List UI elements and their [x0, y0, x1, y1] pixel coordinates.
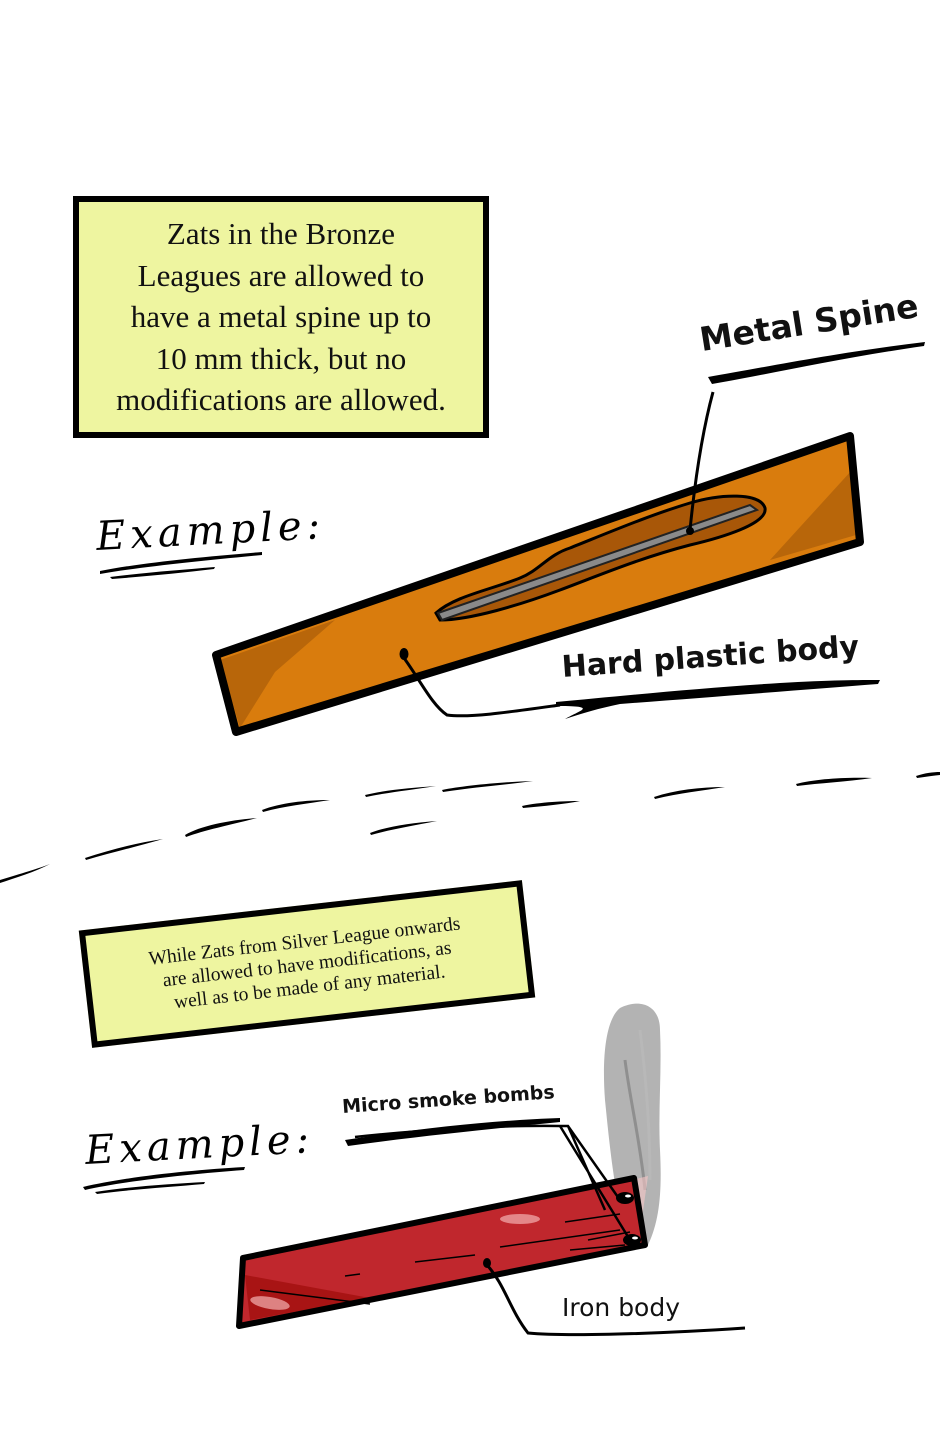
plastic-zat-shade-right [770, 470, 856, 560]
plastic-zat-outline [212, 432, 864, 736]
plastic-zat-shade-left [220, 620, 335, 728]
iron-zat [236, 1003, 746, 1337]
metal-spine [436, 503, 760, 622]
bronze-league-note-text: Zats in the Bronze Leagues are allowed t… [116, 216, 446, 418]
smoke-bombs-underline [345, 1118, 560, 1146]
plastic-underline [556, 680, 880, 719]
plastic-body-leader-line [402, 657, 561, 718]
spine-underline [708, 342, 925, 384]
plastic-zat [212, 342, 925, 736]
iron-body-label: Iron body [562, 1293, 681, 1322]
iron-zat-body [239, 1178, 645, 1326]
example-underline-bottom [83, 1167, 245, 1194]
iron-zat-outline [236, 1175, 648, 1329]
silver-league-note-text: While Zats from Silver League onwards ar… [147, 912, 462, 1013]
spine-leader-line [688, 391, 715, 531]
iron-body-leader-line [485, 1263, 746, 1337]
section-divider-right [654, 772, 940, 799]
example-underline-top [100, 552, 262, 579]
section-divider-mid [370, 801, 580, 835]
section-divider [0, 781, 533, 883]
bronze-league-note: Zats in the Bronze Leagues are allowed t… [73, 196, 489, 438]
